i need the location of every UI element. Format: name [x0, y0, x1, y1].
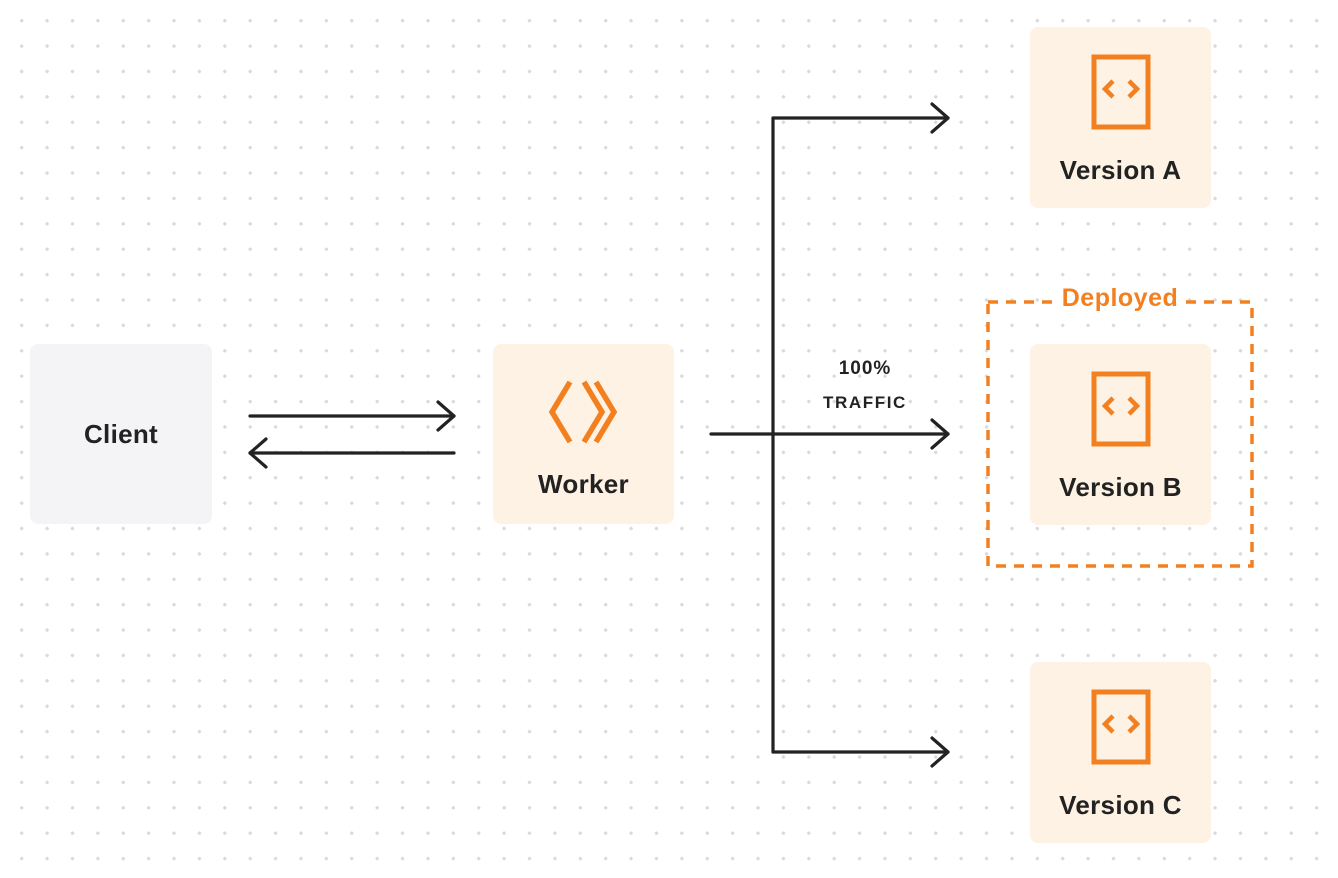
version-a-label: Version A [1059, 154, 1182, 185]
version-c-node: Version C [1030, 662, 1211, 843]
version-c-label: Version C [1059, 789, 1182, 820]
request-arrow [248, 400, 456, 432]
deployed-label: Deployed [1053, 284, 1187, 312]
arrow-to-version-c [771, 736, 950, 768]
arrow-to-version-a [771, 102, 950, 134]
client-label: Client [83, 418, 159, 449]
traffic-text: TRAFFIC [823, 393, 907, 412]
version-a-node: Version A [1030, 27, 1211, 208]
worker-label: Worker [538, 469, 629, 499]
version-b-label: Version B [1059, 471, 1182, 502]
worker-node: Worker [493, 344, 674, 524]
worker-to-versions-connector [709, 116, 950, 754]
response-arrow [248, 437, 456, 469]
traffic-percent: 100% [838, 358, 892, 379]
code-file-icon [1091, 689, 1151, 770]
traffic-annotation: 100% TRAFFIC [790, 352, 940, 420]
code-file-icon [1091, 371, 1151, 452]
version-b-node: Version B [1030, 344, 1211, 525]
client-node: Client [30, 344, 212, 524]
code-file-icon [1091, 54, 1151, 135]
cloudflare-workers-icon [548, 376, 620, 453]
